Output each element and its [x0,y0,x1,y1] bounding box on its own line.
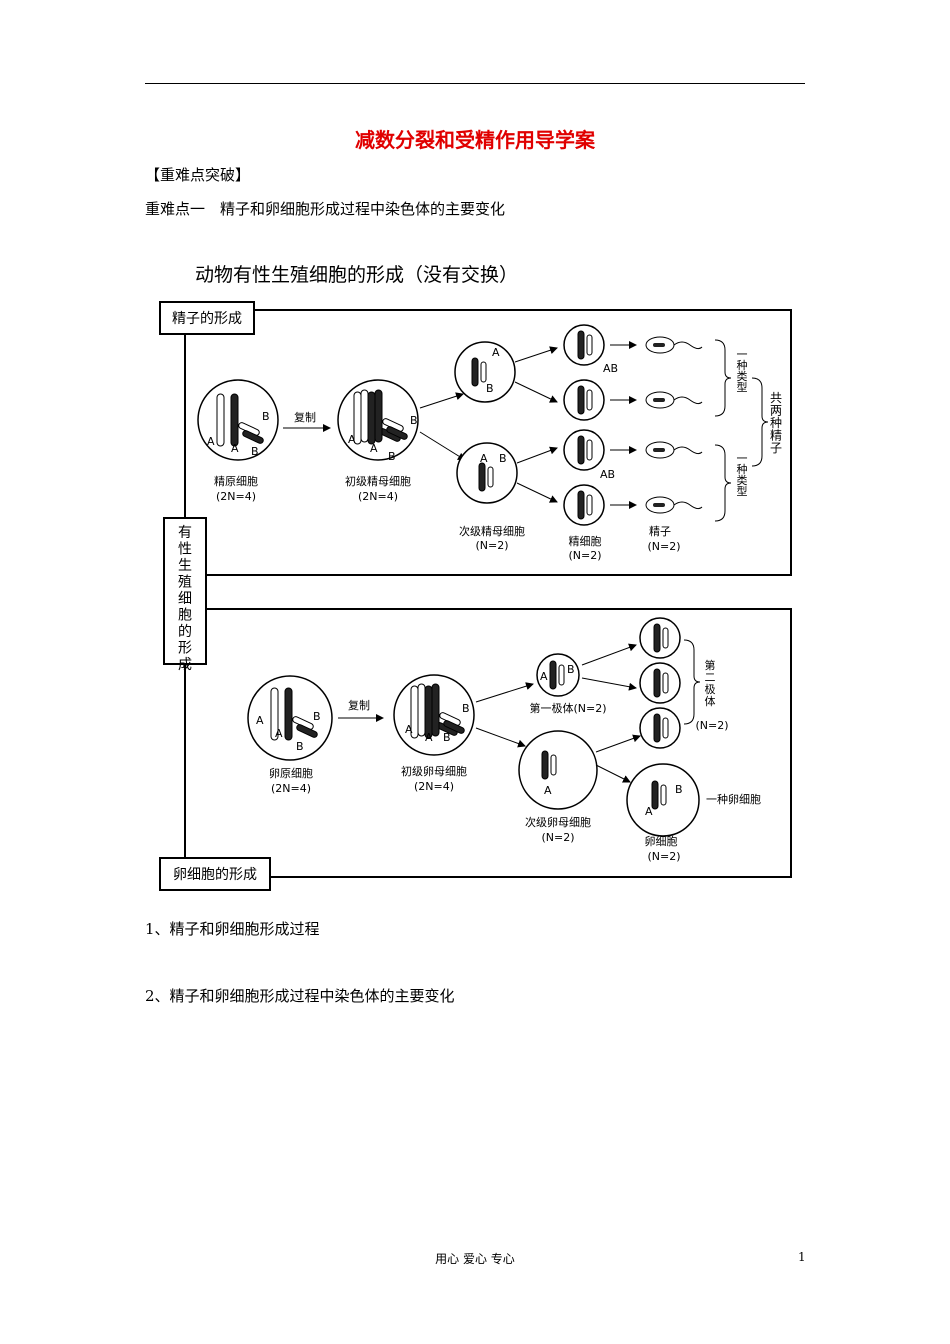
svg-text:A: A [348,433,356,446]
side-label-box [163,517,207,665]
polar2Lbl-char: 极 [705,682,716,696]
page-footer: 用心 爱心 专心 [435,1252,515,1266]
section-heading: 【重难点突破】 [145,166,251,184]
sideLabel-char: 生 [178,558,192,574]
egg-box-label [159,857,271,891]
spermatid-count: (N=2) [568,549,601,562]
primary-spermatocyte-count: (2N=4) [358,490,398,503]
item-two: 2、精子和卵细胞形成过程中染色体的主要变化 [145,987,455,1005]
secondary-spermatocyte-bottom [456,442,518,504]
sperm-replicate-label: 复制 [294,410,316,424]
totalLbl-char: 种 [770,416,782,430]
typeTwo-char: 一 [737,452,748,465]
svg-text:B: B [567,663,575,676]
svg-text:B: B [486,382,494,395]
svg-text:B: B [313,710,321,723]
sideLabel-char: 性 [178,542,192,558]
figure-caption: 动物有性生殖细胞的形成（没有交换） [195,264,518,286]
sideLabel-char: 成 [178,657,192,673]
key-point-one: 重难点一 精子和卵细胞形成过程中染色体的主要变化 [145,200,506,218]
typeTwo-char: 型 [737,484,748,498]
svg-text:A: A [492,346,500,359]
sperm-label: 精子 [649,525,671,538]
first-polar-body [536,653,580,697]
typeTwo-char: 类 [737,473,748,487]
primary-spermatocyte-label: 初级精母细胞 [345,474,411,488]
second-polar-body-count: (N=2) [695,719,728,732]
svg-text:B: B [296,740,304,753]
genotype-bottom: AB [600,468,615,481]
header-rule [145,83,805,84]
totalLbl-char: 子 [770,441,782,455]
spermatogonium-count: (2N=4) [216,490,256,503]
egg-replicate-label: 复制 [348,698,370,712]
svg-text:B: B [410,414,418,427]
document-title: 减数分裂和受精作用导学案 [355,128,595,152]
secondary-oocyte-cell [518,730,598,810]
typeOne-char: 一 [737,348,748,361]
svg-text:B: B [462,702,470,715]
secondary-oocyte-count: (N=2) [541,831,574,844]
secondary-spermatocyte-count: (N=2) [475,539,508,552]
svg-text:A: A [207,435,215,448]
svg-text:A: A [544,784,552,797]
sperm-count: (N=2) [647,540,680,553]
svg-text:B: B [443,731,451,744]
svg-text:B: B [388,450,396,463]
typeTwo-char: 种 [737,462,748,476]
item-one: 1、精子和卵细胞形成过程 [145,920,320,938]
sperm-box-label [159,301,255,335]
svg-text:A: A [540,670,548,683]
svg-text:A: A [256,714,264,727]
svg-text:B: B [262,410,270,423]
sperm-box-text: 精子的形成 [172,311,242,327]
secondary-oocyte-label: 次级卵母细胞 [525,815,591,829]
polar2Lbl-char: 第 [705,658,716,672]
typeOne-char: 类 [737,369,748,383]
svg-text:A: A [425,731,433,744]
primary-oocyte-count: (2N=4) [414,780,454,793]
one-egg-label: 一种卵细胞 [706,792,761,806]
typeOne-char: 型 [737,380,748,394]
spermatogonium-label: 精原细胞 [214,475,258,488]
svg-text:A: A [645,805,653,818]
totalLbl-char: 共 [770,391,782,405]
svg-text:A: A [370,442,378,455]
sideLabel-char: 的 [178,624,192,640]
egg-box-text: 卵细胞的形成 [173,867,257,883]
typeOne-char: 种 [737,358,748,372]
page-number: 1 [798,1250,806,1264]
svg-text:B: B [675,783,683,796]
first-polar-body-label: 第一极体(N=2) [529,701,606,715]
svg-text:A: A [275,727,283,740]
svg-text:A: A [231,442,239,455]
secondary-spermatocyte-label: 次级精母细胞 [459,524,525,538]
sideLabel-char: 细 [178,591,192,607]
svg-text:B: B [251,445,259,458]
spermatid-label: 精细胞 [569,535,602,548]
primary-oocyte-label: 初级卵母细胞 [401,764,467,778]
totalLbl-char: 两 [770,404,782,418]
side-label: 有性生殖细胞的形成 [178,525,192,673]
oogonium-label: 卵原细胞 [269,767,313,780]
sideLabel-char: 殖 [178,574,192,591]
sideLabel-char: 形 [178,641,192,657]
svg-text:A: A [480,452,488,465]
totalLbl-char: 精 [770,429,782,443]
sideLabel-char: 有 [178,525,192,541]
meiosis-figure: 动物有性生殖细胞的形成（没有交换） 精子的形成 有性生殖细胞的形成 卵细胞的形成… [159,264,792,891]
polar2Lbl-char: 二 [705,671,716,684]
svg-text:B: B [499,452,507,465]
genotype-top: AB [603,362,618,375]
svg-text:A: A [405,723,413,736]
oogonium-count: (2N=4) [271,782,311,795]
egg-cell-label: 卵细胞 [645,835,678,848]
egg-cell-count: (N=2) [647,850,680,863]
sideLabel-char: 胞 [178,608,192,624]
polar2Lbl-char: 体 [705,694,716,708]
